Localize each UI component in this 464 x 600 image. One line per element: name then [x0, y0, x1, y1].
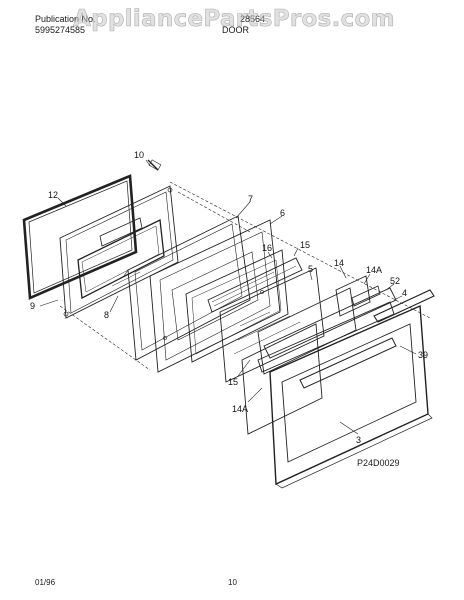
callout-14a-lower: 14A [232, 404, 248, 414]
part-39-door-handle [373, 289, 435, 323]
callout-39: 39 [418, 350, 428, 360]
part-14a-glass-panel-upper [335, 275, 371, 317]
part-15-glass-channel [207, 257, 303, 313]
part-9-inner-door-panel [59, 159, 179, 319]
callout-12: 12 [48, 190, 58, 200]
publication-number: 5995274585 [35, 25, 86, 35]
assembly-guide-lines [59, 181, 431, 371]
callout-5: 5 [308, 264, 313, 274]
section-title: DOOR [222, 25, 249, 35]
part-12-gasket [22, 174, 138, 300]
footer-page-number: 10 [228, 578, 237, 587]
part-52-clip [351, 285, 381, 307]
callout-4: 4 [402, 288, 407, 298]
part-3-outer-door [269, 304, 433, 489]
callout-16: 16 [262, 243, 272, 253]
callout-leader-lines [39, 159, 417, 435]
callout-3: 3 [356, 435, 361, 445]
callout-7: 7 [248, 194, 253, 204]
callout-8: 8 [104, 310, 109, 320]
callout-52: 52 [390, 276, 400, 286]
callout-10: 10 [134, 150, 144, 160]
part-14-insulation [257, 287, 357, 375]
part-14a-glass-panel-lower [241, 323, 323, 435]
part-16-glass-retainer [185, 249, 289, 363]
callout-labels: 10 12 9 8 7 6 16 15 14 14A 52 4 5 39 15 … [30, 150, 428, 445]
callout-6: 6 [280, 208, 285, 218]
callout-14: 14 [334, 258, 344, 268]
model-number: 28564 [240, 14, 266, 24]
part-5-door-glass [219, 267, 325, 383]
drawing-code: P24D0029 [357, 458, 400, 468]
callout-15-lower: 15 [228, 377, 238, 387]
part-10-screw [147, 159, 159, 171]
callout-14a-upper: 14A [366, 265, 382, 275]
callout-9: 9 [30, 301, 35, 311]
part-7-door-liner [123, 215, 251, 361]
publication-label: Publication No. [35, 14, 96, 24]
footer-date: 01/96 [35, 578, 56, 587]
part-6-door-frame [149, 219, 281, 373]
callout-15-upper: 15 [300, 240, 310, 250]
